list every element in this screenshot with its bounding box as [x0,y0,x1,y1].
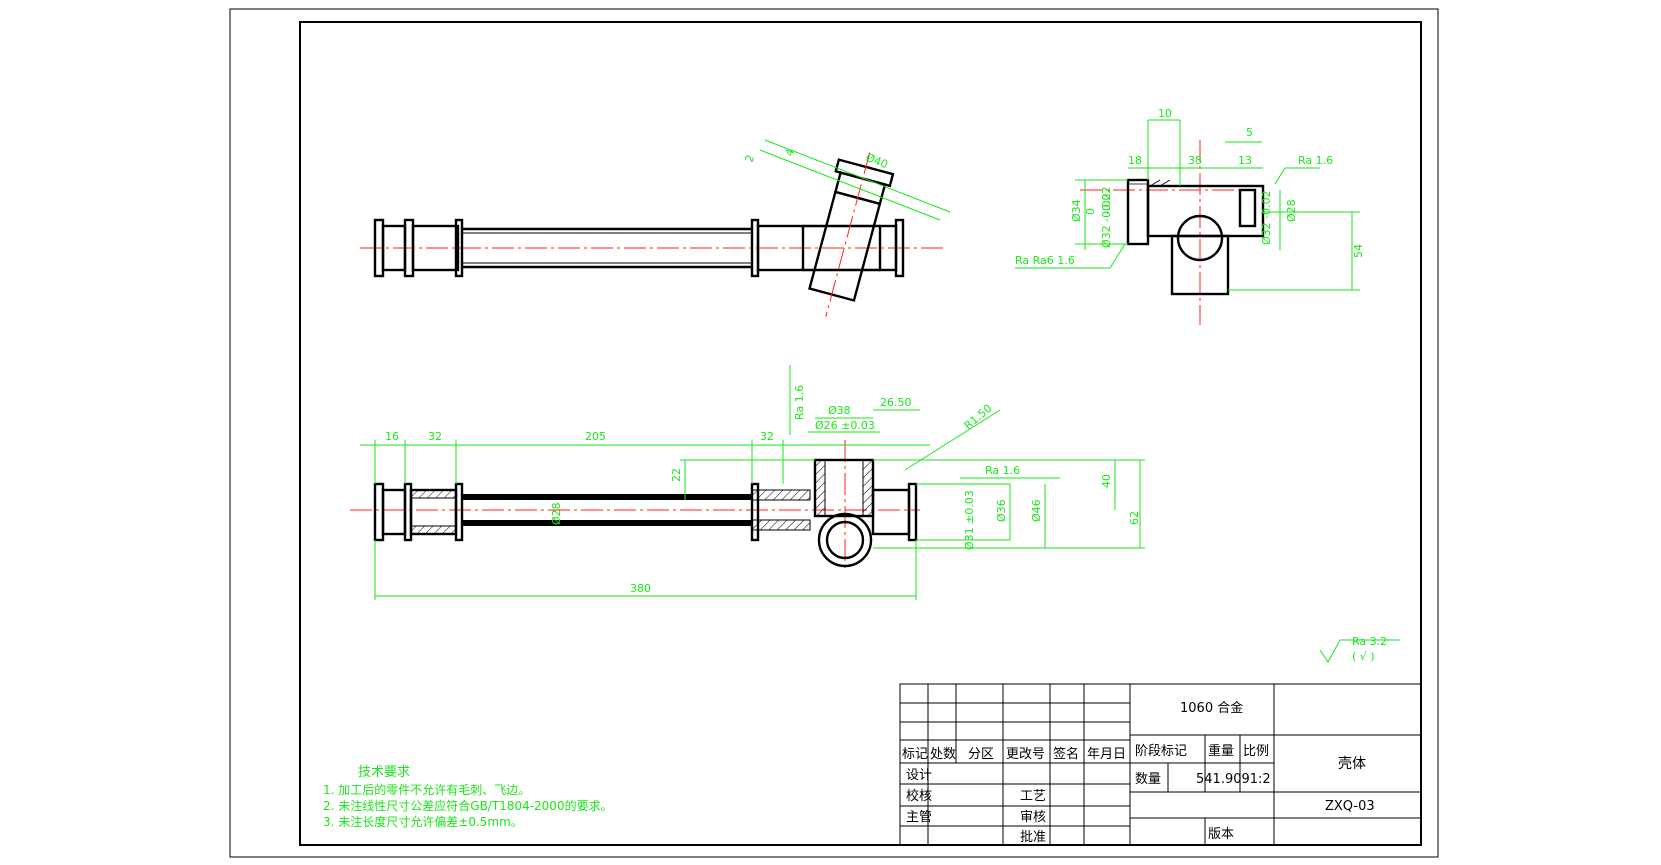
dim-d31-main: Ø31 ±0.03 [963,490,976,550]
dim-22-main: 22 [670,468,683,482]
general-roughness: Ra 3.2 ( √ ) [1319,635,1400,663]
weight-scale-value: 541.9091:2 [1196,772,1271,787]
dim-62-main: 62 [1128,511,1141,525]
dim-18-side: 18 [1128,154,1142,167]
dim-10-side: 10 [1158,107,1172,120]
ra-main-1: Ra 1.6 [793,385,806,420]
label-stage: 阶段标记 [1135,744,1187,759]
main-section-view: 16 32 205 32 22 Ø38 Ø26 ±0.03 26.50 Ra 1… [350,365,1145,600]
dim-38-side: 38 [1188,154,1202,167]
dim-16-main: 16 [385,430,399,443]
dim-5-side: 5 [1246,126,1253,139]
header-sign: 签名 [1053,746,1079,762]
dim-d28-side: Ø28 [1285,199,1298,222]
outer-border [229,8,1439,858]
dim-380-main: 380 [630,582,651,595]
label-version: 版本 [1208,827,1234,842]
dim-tol2-side: -0.02 [1100,187,1113,215]
dim-54-side: 54 [1352,244,1365,258]
tech-requirements: 技术要求 1. 加工后的零件不允许有毛刺、飞边。 2. 未注线性尺寸公差应符合G… [323,765,613,829]
label-quantity: 数量 [1135,772,1161,787]
dim-d26-main: Ø26 ±0.03 [815,419,875,432]
label-weight: 重量 [1208,743,1234,759]
tech-req-title: 技术要求 [358,765,410,780]
dim-d46-main: Ø46 [1030,499,1043,522]
tech-req-item: 3. 未注长度尺寸允许偏差±0.5mm。 [323,814,523,829]
header-date: 年月日 [1087,747,1126,762]
dim-205-main: 205 [585,430,606,443]
dim-2-top: 2 [743,153,758,164]
tech-req-item: 2. 未注线性尺寸公差应符合GB/T1804-2000的要求。 [323,798,613,813]
drawing-number: ZXQ-03 [1325,799,1375,814]
label-process: 工艺 [1020,789,1046,804]
dim-d32-side: Ø32 -0.02 [1100,193,1113,248]
dim-d28-main: Ø28 [550,502,563,525]
dim-13-side: 13 [1238,154,1252,167]
header-count: 处数 [930,747,956,762]
material: 1060 合金 [1180,700,1243,716]
part-name: 壳体 [1338,755,1366,772]
inner-frame [299,21,1422,846]
row-manager: 主管 [906,810,932,825]
dim-4-top: 4 [783,147,798,158]
label-scale: 比例 [1243,744,1269,759]
ra-side-1: Ra 1.6 [1298,154,1333,167]
dim-32b-main: 32 [760,430,774,443]
header-change: 更改号 [1006,747,1045,762]
row-design: 设计 [906,768,932,783]
roughness-label: Ra 3.2 [1352,635,1387,648]
dim-d32b-side: Ø32 -0.02 [1260,190,1273,245]
row-check: 校核 [906,788,932,804]
tech-req-item: 1. 加工后的零件不允许有毛刺、飞边。 [323,782,530,797]
dim-40-main: 40 [1100,474,1113,488]
dim-d36-main: Ø36 [995,499,1008,522]
dim-2650-main: 26.50 [880,396,912,409]
label-review: 审核 [1020,810,1046,825]
dim-d34-side: Ø34 [1070,199,1083,222]
roughness-note: ( √ ) [1352,650,1375,663]
dim-32a-main: 32 [428,430,442,443]
ra-main-2: Ra 1.6 [985,464,1020,477]
title-block: 1060 合金 壳体 ZXQ-03 标记 处数 分区 更改号 签名 年月日 设计… [899,683,1422,846]
side-view: 10 5 18 38 13 Ra 1.6 Ra Ra6 1.6 Ø34 0 -0… [1015,107,1365,325]
top-view: Ø40 2 4 [360,139,951,317]
ra-side-2: Ra Ra6 1.6 [1015,254,1075,267]
header-mark: 标记 [902,747,928,762]
header-zone: 分区 [968,747,994,762]
dim-d38-main: Ø38 [828,404,851,417]
dim-tol-side: 0 [1084,208,1097,215]
label-approve: 批准 [1020,830,1046,845]
